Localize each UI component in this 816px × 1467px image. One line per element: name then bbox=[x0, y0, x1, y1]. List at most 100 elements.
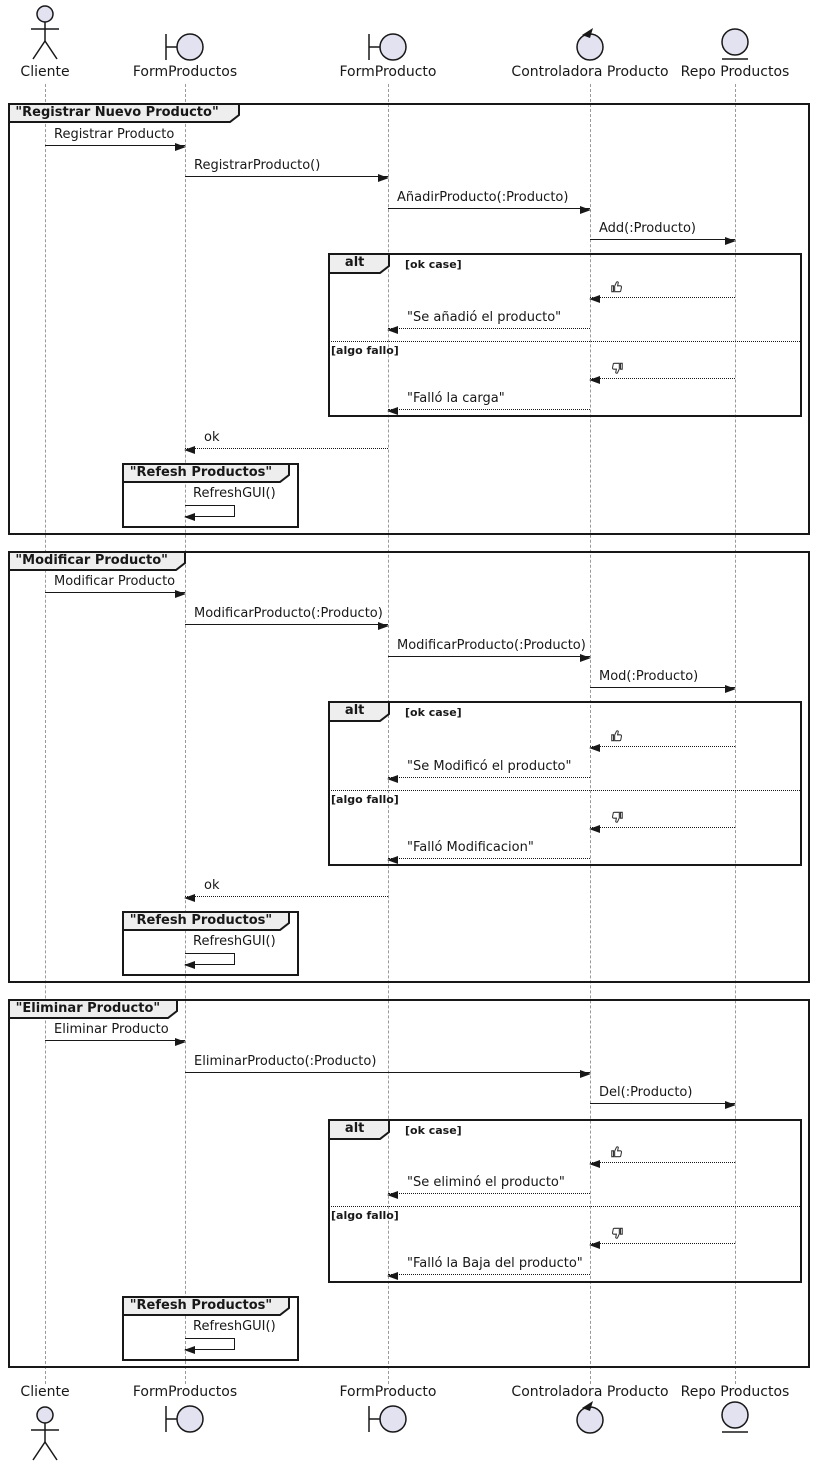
arrowhead-icon bbox=[589, 376, 600, 384]
message-fallo-modificacion: "Falló Modificacion" bbox=[387, 840, 590, 864]
thumbs-down-icon bbox=[611, 811, 623, 823]
arrowhead-icon bbox=[175, 590, 186, 598]
arrowhead-icon bbox=[184, 513, 195, 521]
message-thumb-down bbox=[589, 1226, 735, 1249]
message-eliminarproducto: EliminarProducto(:Producto) bbox=[185, 1054, 591, 1078]
alt-operator-tab: alt bbox=[328, 1119, 390, 1144]
lifeline-formproducto bbox=[388, 84, 389, 1384]
alt-frame bbox=[328, 253, 802, 417]
arrowhead-icon bbox=[175, 143, 186, 151]
lifeline-controladora bbox=[590, 84, 591, 1384]
lifeline-repo bbox=[735, 84, 736, 1384]
arrowhead-icon bbox=[387, 1272, 398, 1280]
control-icon bbox=[576, 1401, 604, 1434]
message-fallo-baja: "Falló la Baja del producto" bbox=[387, 1256, 590, 1280]
arrowhead-icon bbox=[725, 1101, 736, 1109]
refresh-title-tab: "Refesh Productos" bbox=[122, 1296, 290, 1320]
actor-icon bbox=[31, 1406, 59, 1461]
self-message-label: RefreshGUI() bbox=[193, 486, 276, 501]
entity-icon bbox=[721, 28, 749, 60]
arrowhead-icon bbox=[589, 825, 600, 833]
arrowhead-icon bbox=[184, 1346, 195, 1354]
frame-modificar-producto bbox=[8, 551, 810, 983]
participant-label-formproductos: FormProductos bbox=[132, 1384, 238, 1400]
alt-operator: alt bbox=[344, 703, 365, 718]
frame-title: "Modificar Producto" bbox=[15, 553, 168, 568]
alt-divider bbox=[328, 790, 802, 791]
message-del-producto: Del(:Producto) bbox=[590, 1085, 736, 1109]
message-ok-return: ok bbox=[184, 430, 388, 454]
message-thumb-up bbox=[589, 729, 735, 752]
arrowhead-icon bbox=[387, 407, 398, 415]
frame-eliminar-producto bbox=[8, 999, 810, 1368]
alt-condition-ok: [ok case] bbox=[405, 706, 462, 719]
participant-label-cliente: Cliente bbox=[20, 1384, 70, 1400]
arrowhead-icon bbox=[378, 622, 389, 630]
participant-label-controladora: Controladora Producto bbox=[511, 64, 669, 80]
self-message-label: RefreshGUI() bbox=[193, 934, 276, 949]
alt-divider bbox=[328, 1206, 802, 1207]
alt-condition-fail: [algo fallo] bbox=[331, 1209, 399, 1222]
participant-label-cliente: Cliente bbox=[20, 64, 70, 80]
participant-label-repo: Repo Productos bbox=[680, 1384, 790, 1400]
arrowhead-icon bbox=[387, 326, 398, 334]
arrowhead-icon bbox=[589, 744, 600, 752]
refresh-title: "Refesh Productos" bbox=[129, 465, 273, 480]
arrowhead-icon bbox=[589, 1160, 600, 1168]
arrowhead-icon bbox=[580, 206, 591, 214]
actor-icon bbox=[31, 5, 59, 60]
frame-title: "Registrar Nuevo Producto" bbox=[15, 105, 219, 120]
frame-title: "Eliminar Producto" bbox=[15, 1001, 161, 1016]
message-ok-return: ok bbox=[184, 878, 388, 902]
arrowhead-icon bbox=[184, 446, 195, 454]
message-eliminar-producto: Eliminar Producto bbox=[45, 1022, 186, 1046]
boundary-icon bbox=[368, 1405, 407, 1433]
message-add-producto: Add(:Producto) bbox=[590, 221, 736, 245]
participant-label-formproducto: FormProducto bbox=[339, 64, 437, 80]
arrowhead-icon bbox=[589, 1241, 600, 1249]
refresh-title: "Refesh Productos" bbox=[129, 1298, 273, 1313]
refresh-title: "Refesh Productos" bbox=[129, 913, 273, 928]
boundary-icon bbox=[165, 1405, 204, 1433]
arrowhead-icon bbox=[387, 856, 398, 864]
arrowhead-icon bbox=[378, 174, 389, 182]
message-modificarproducto-1: ModificarProducto(:Producto) bbox=[185, 606, 389, 630]
control-icon bbox=[576, 28, 604, 61]
message-se-anadio: "Se añadió el producto" bbox=[387, 310, 590, 334]
arrowhead-icon bbox=[589, 295, 600, 303]
alt-frame bbox=[328, 701, 802, 866]
message-thumb-down bbox=[589, 810, 735, 833]
participant-label-controladora: Controladora Producto bbox=[511, 1384, 669, 1400]
entity-icon bbox=[721, 1401, 749, 1433]
alt-condition-fail: [algo fallo] bbox=[331, 344, 399, 357]
frame-registrar-nuevo-producto bbox=[8, 103, 810, 535]
message-anadirproducto: AñadirProducto(:Producto) bbox=[388, 190, 591, 214]
thumbs-up-icon bbox=[611, 730, 623, 742]
message-registrarproducto: RegistrarProducto() bbox=[185, 158, 389, 182]
thumbs-up-icon bbox=[611, 1146, 623, 1158]
frame-modificar-title-tab: "Modificar Producto" bbox=[8, 551, 186, 575]
alt-operator: alt bbox=[344, 1121, 365, 1136]
arrowhead-icon bbox=[387, 775, 398, 783]
message-thumb-up bbox=[589, 280, 735, 303]
lifeline-formproductos bbox=[185, 84, 186, 1384]
alt-frame bbox=[328, 1119, 802, 1283]
arrowhead-icon bbox=[175, 1038, 186, 1046]
thumbs-down-icon bbox=[611, 362, 623, 374]
refresh-title-tab: "Refesh Productos" bbox=[122, 911, 290, 935]
arrowhead-icon bbox=[387, 1191, 398, 1199]
message-modificarproducto-2: ModificarProducto(:Producto) bbox=[388, 638, 591, 662]
arrowhead-icon bbox=[580, 654, 591, 662]
alt-condition-ok: [ok case] bbox=[405, 1124, 462, 1137]
arrowhead-icon bbox=[184, 894, 195, 902]
thumbs-down-icon bbox=[611, 1227, 623, 1239]
alt-operator-tab: alt bbox=[328, 253, 390, 278]
participant-label-formproductos: FormProductos bbox=[132, 64, 238, 80]
message-se-modifico: "Se Modificó el producto" bbox=[387, 759, 590, 783]
arrowhead-icon bbox=[725, 685, 736, 693]
alt-condition-fail: [algo fallo] bbox=[331, 793, 399, 806]
self-message-loop bbox=[184, 505, 235, 521]
participant-label-repo: Repo Productos bbox=[680, 64, 790, 80]
message-thumb-down bbox=[589, 361, 735, 384]
